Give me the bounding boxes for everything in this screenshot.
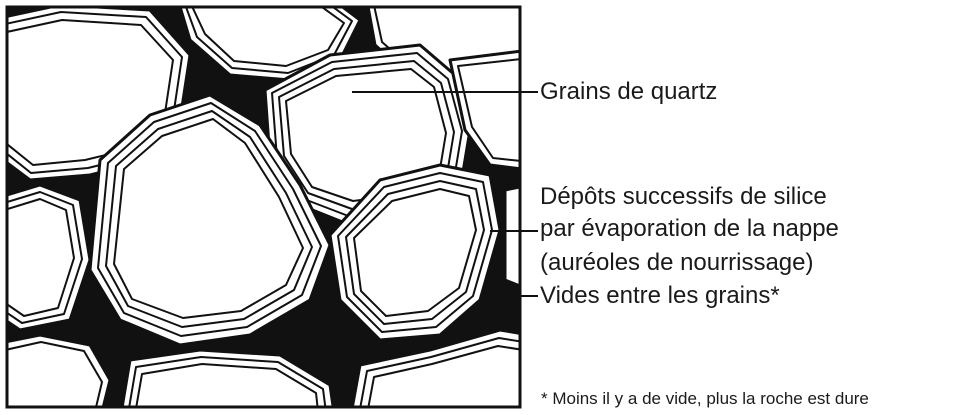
quartz-grain (505, 185, 530, 290)
label-voids: Vides entre les grains* (540, 281, 780, 311)
label-quartz-grains: Grains de quartz (540, 77, 717, 107)
label-silica-line-3: (auréoles de nourrissage) (540, 248, 813, 278)
footnote: * Moins il y a de vide, plus la roche es… (541, 388, 869, 410)
label-silica-line-1: Dépôts successifs de silice (540, 182, 827, 212)
label-silica-line-2: par évaporation de la nappe (540, 214, 839, 244)
